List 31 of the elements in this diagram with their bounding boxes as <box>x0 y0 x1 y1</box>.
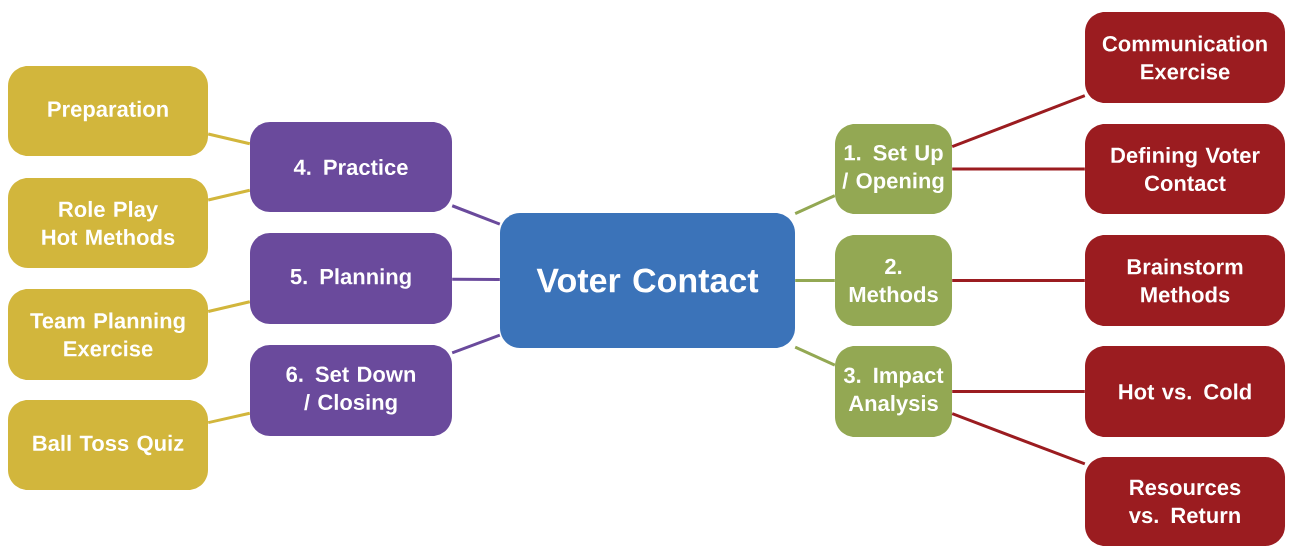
connector-line <box>951 412 1086 466</box>
connector-line <box>952 279 1085 282</box>
connector-line <box>451 333 501 355</box>
connector-line <box>794 345 836 367</box>
subtopic-box: Ball Toss Quiz <box>8 400 208 490</box>
connector-line <box>794 194 836 216</box>
topic-box: 4. Practice <box>250 122 452 212</box>
connector-line <box>451 204 501 226</box>
topic-box: 6. Set Down / Closing <box>250 345 452 436</box>
connector-line <box>452 277 500 281</box>
subtopic-box: Hot vs. Cold <box>1085 346 1285 437</box>
subtopic-box: Defining Voter Contact <box>1085 124 1285 214</box>
subtopic-box: Brainstorm Methods <box>1085 235 1285 326</box>
connector-line <box>952 390 1085 393</box>
subtopic-box: Team Planning Exercise <box>8 289 208 380</box>
center-topic-box: Voter Contact <box>500 213 795 348</box>
topic-box: 1. Set Up / Opening <box>835 124 952 214</box>
connector-line <box>951 94 1086 148</box>
connector-line <box>952 167 1085 171</box>
connector-line <box>207 132 251 146</box>
subtopic-box: Preparation <box>8 66 208 156</box>
topic-box: 2. Methods <box>835 235 952 326</box>
connector-line <box>207 188 251 202</box>
connector-line <box>207 300 251 313</box>
subtopic-box: Resources vs. Return <box>1085 457 1285 546</box>
connector-line <box>795 279 835 282</box>
topic-box: 5. Planning <box>250 233 452 324</box>
connector-line <box>207 411 251 425</box>
topic-box: 3. Impact Analysis <box>835 346 952 437</box>
subtopic-box: Communication Exercise <box>1085 12 1285 103</box>
subtopic-box: Role Play Hot Methods <box>8 178 208 268</box>
